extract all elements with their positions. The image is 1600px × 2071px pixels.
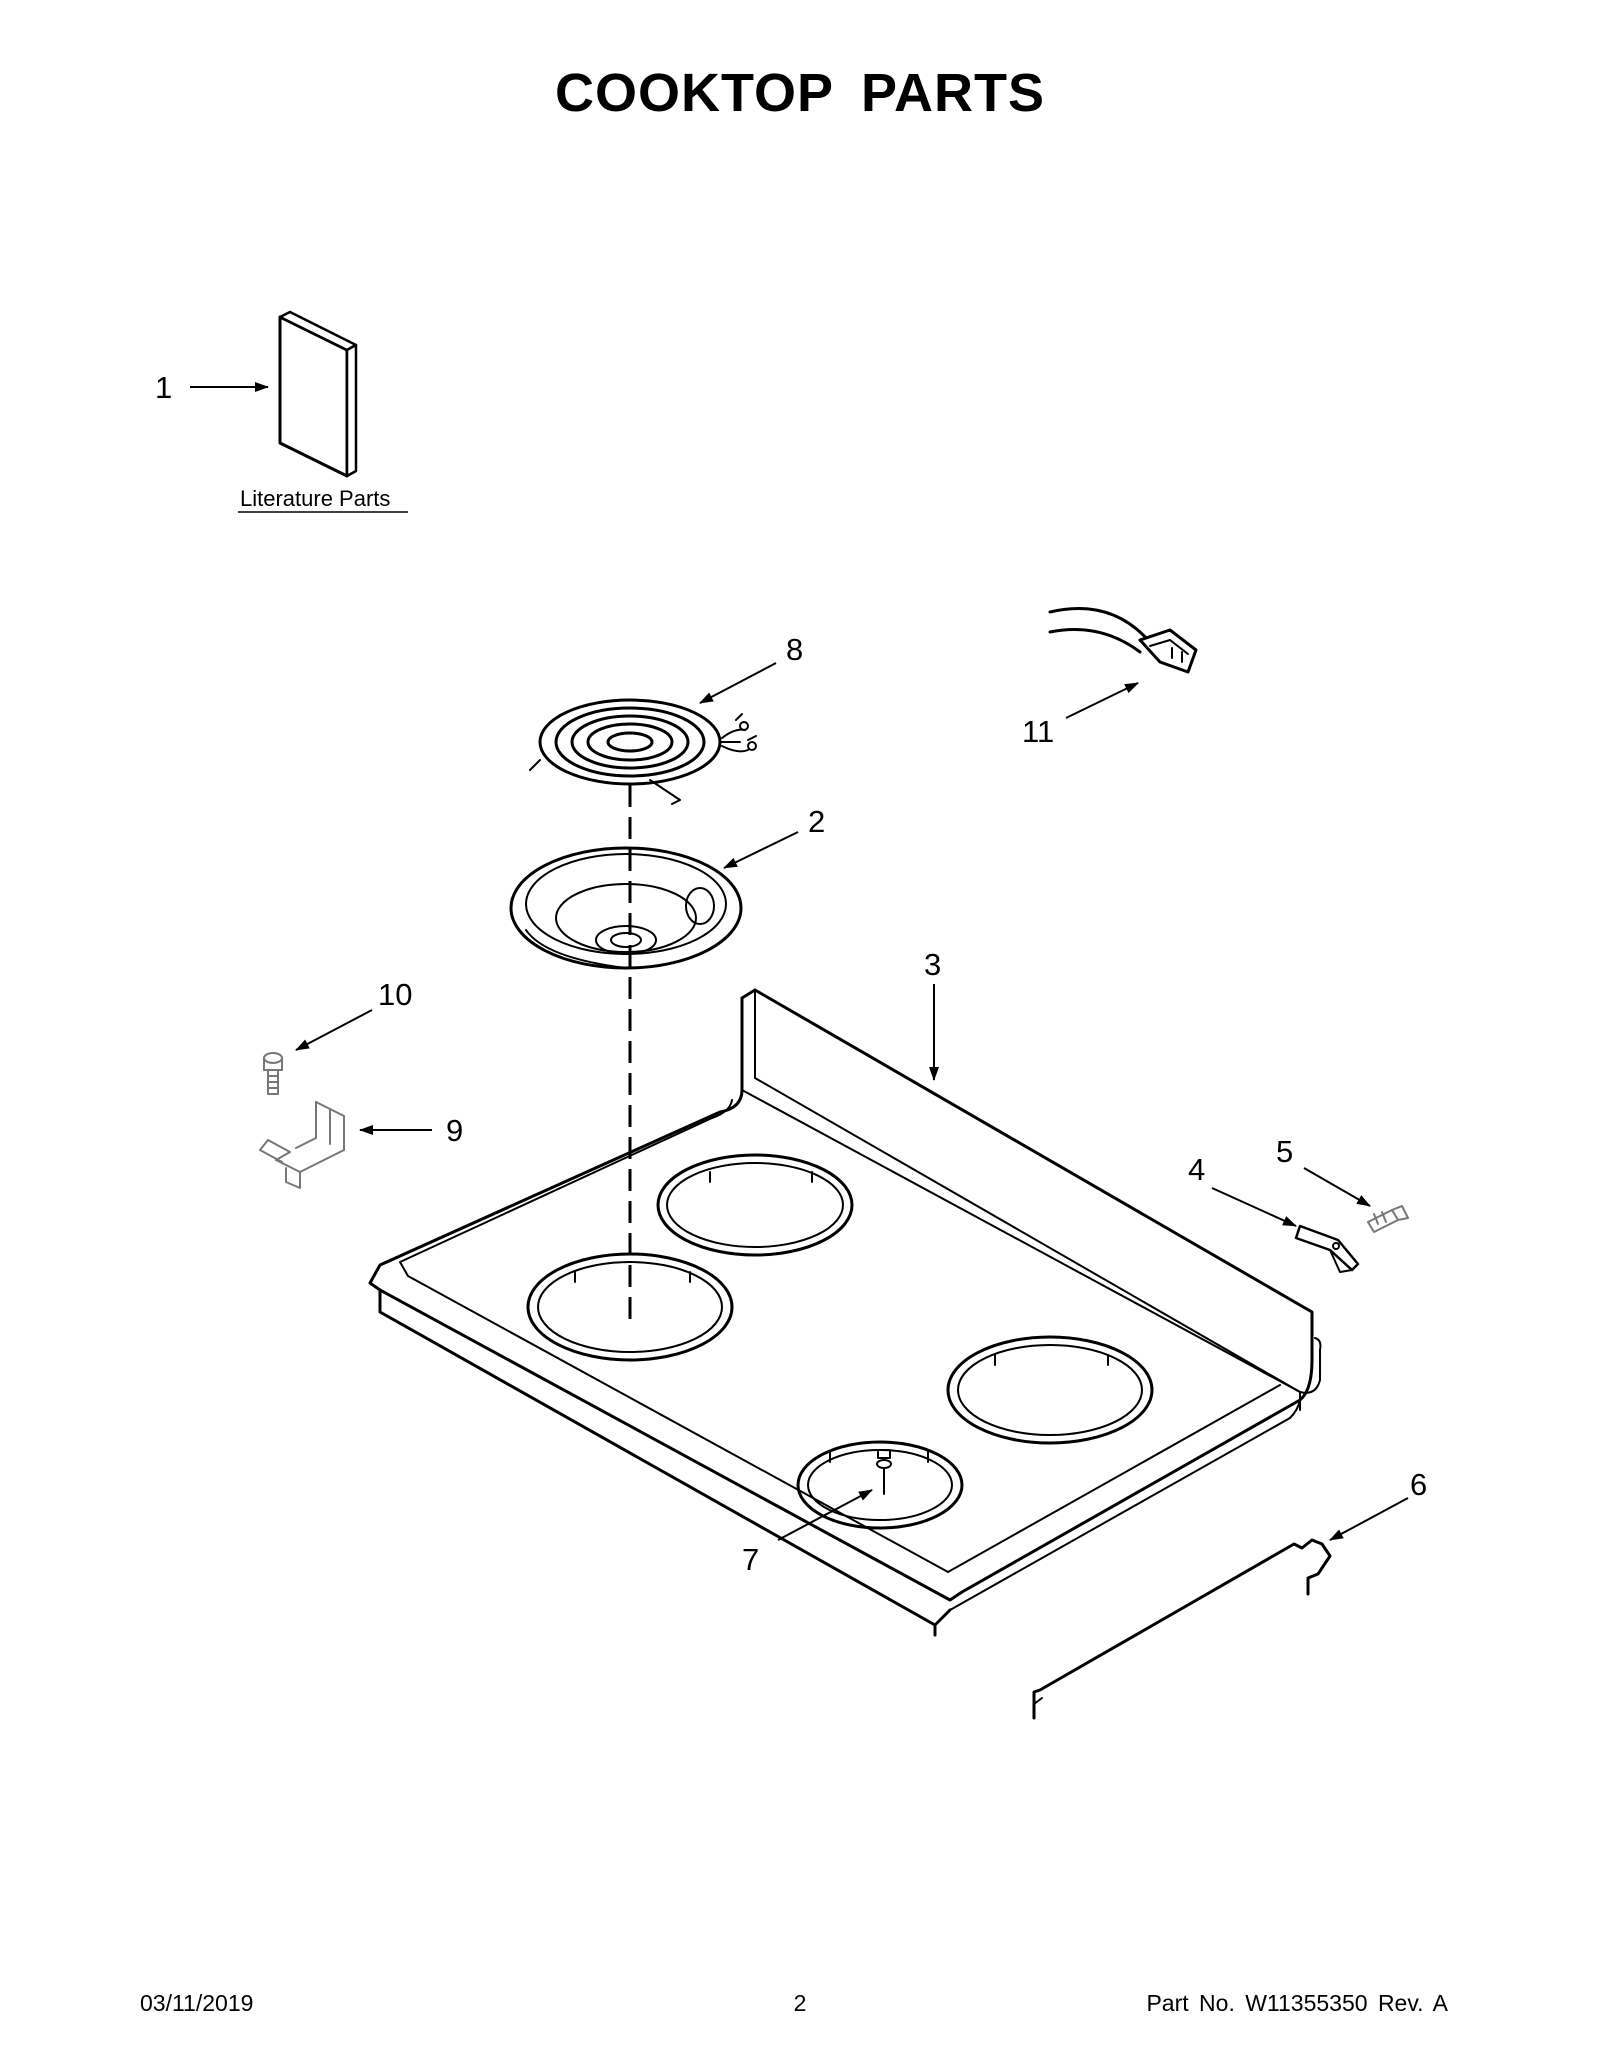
callout-arrow-6: [1329, 1497, 1409, 1541]
footer-page-number: 2: [793, 1990, 807, 2016]
callout-1: 1: [155, 370, 172, 405]
literature-parts-label: Literature Parts: [240, 486, 390, 511]
screw-10: [263, 1052, 283, 1095]
callout-arrow-4: [1211, 1187, 1297, 1227]
callout-arrow-11: [1065, 682, 1139, 719]
callout-arrow-8: [699, 662, 777, 704]
callout-9: 9: [446, 1113, 463, 1148]
wire-harness: [1048, 607, 1198, 674]
footer-part-number: Part No. W11355350 Rev. A: [1146, 1990, 1448, 2016]
callout-6: 6: [1410, 1467, 1427, 1502]
callout-5: 5: [1276, 1134, 1293, 1169]
clip-4: [1294, 1224, 1360, 1273]
surface-element: [529, 698, 757, 805]
callout-4: 4: [1188, 1152, 1205, 1187]
cooktop: [368, 988, 1322, 1637]
callout-8: 8: [786, 632, 803, 667]
callout-2: 2: [808, 804, 825, 839]
callout-arrow-2: [723, 831, 799, 869]
footer-date: 03/11/2019: [140, 1990, 254, 2016]
callout-3: 3: [924, 947, 941, 982]
callout-10: 10: [378, 977, 412, 1012]
callout-7: 7: [742, 1542, 759, 1577]
callout-arrow-5: [1303, 1167, 1371, 1207]
callout-11: 11: [1022, 714, 1054, 749]
literature-booklet: [278, 310, 358, 478]
bracket-9: [259, 1101, 345, 1189]
callout-arrow-10: [295, 1009, 373, 1051]
page-title: COOKTOP PARTS: [554, 63, 1046, 123]
rod-6: [1032, 1538, 1332, 1720]
callout-arrow-7: [777, 1489, 873, 1541]
screw-5: [1367, 1205, 1409, 1233]
drip-bowl: [509, 846, 743, 970]
